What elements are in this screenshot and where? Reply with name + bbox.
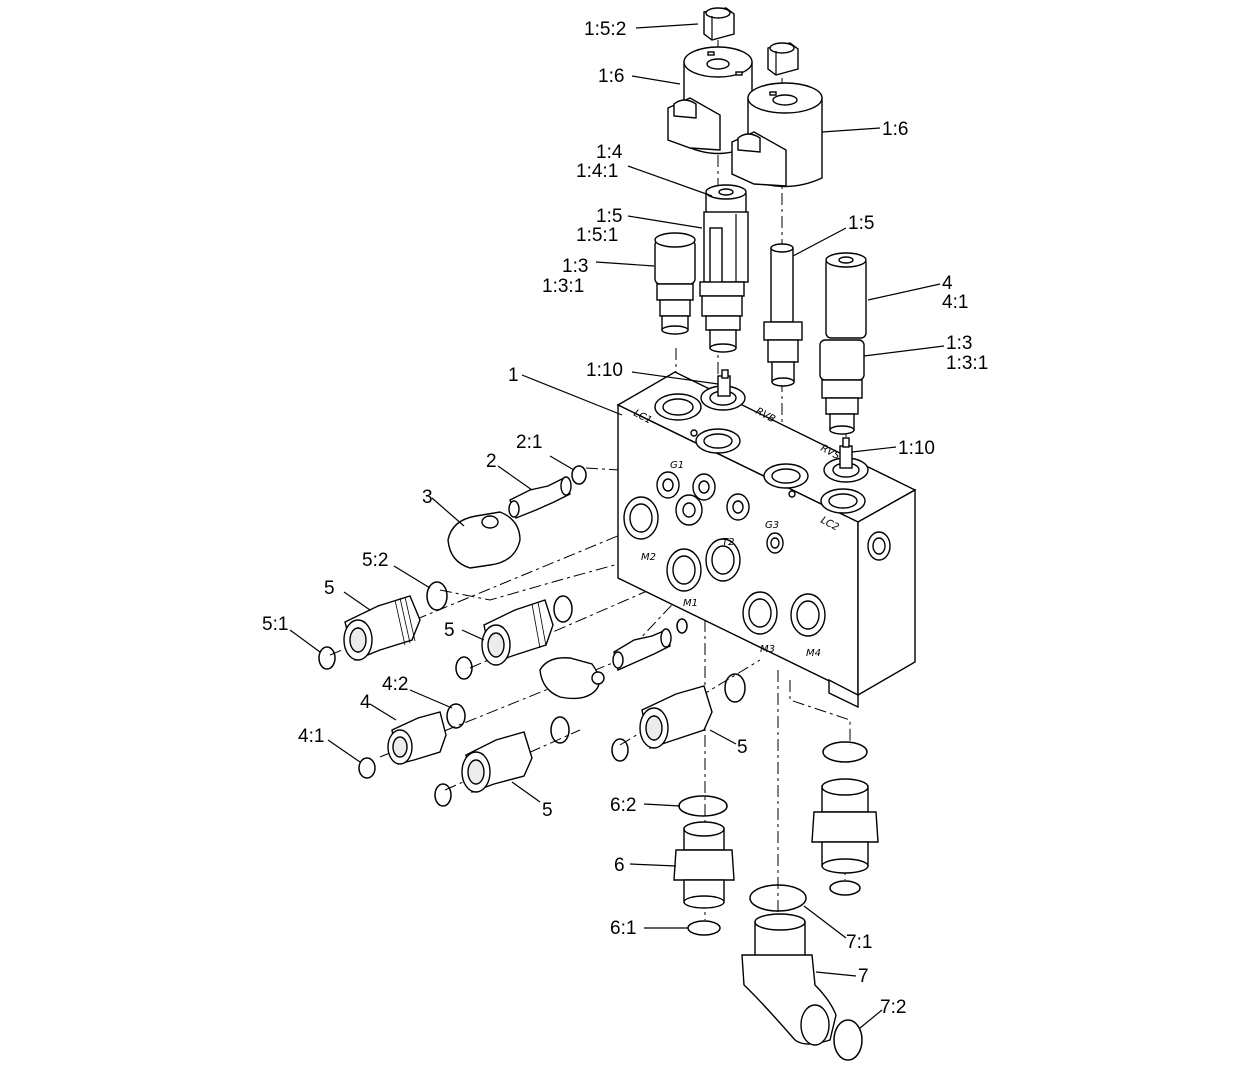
o-ring-6-1 (687, 920, 721, 936)
o-ring-5-2 (426, 581, 448, 611)
solenoid-coil-right (731, 82, 823, 188)
straight-fitting-5-middle (481, 599, 554, 666)
callout-2-1: 2:1 (516, 432, 542, 453)
callout-7: 7 (858, 966, 869, 987)
callout-6: 6 (614, 855, 625, 876)
test-point-fitting-2 (612, 628, 672, 671)
callout-1-6-right: 1:6 (882, 119, 908, 140)
o-ring-7-2 (833, 1019, 863, 1061)
o-ring-5-center-bottom (611, 738, 629, 762)
solenoid-cartridge-right (763, 243, 803, 387)
o-ring-6-2 (678, 795, 728, 817)
callout-1-5-2: 1:5:2 (584, 19, 626, 40)
o-ring-5-lower-top (550, 716, 570, 744)
callout-5-middle: 5 (444, 620, 455, 641)
callout-1-5-1: 1:5:1 (576, 225, 618, 246)
port-label-g1: G1 (670, 460, 684, 471)
callout-1: 1 (508, 365, 519, 386)
callout-5-left: 5 (324, 578, 335, 599)
o-ring-test-2 (676, 618, 688, 634)
o-ring-4-1 (358, 757, 376, 779)
o-ring-right-bottom (829, 880, 861, 896)
o-ring-2-1 (571, 465, 587, 485)
callout-4-1-lower: 4:1 (298, 726, 324, 747)
solenoid-cartridge-left (699, 184, 749, 353)
o-ring-5-middle-top (553, 595, 573, 623)
coil-nut-right (767, 42, 799, 76)
port-label-m1: M1 (683, 598, 698, 609)
callout-5-lower: 5 (542, 800, 553, 821)
callout-1-4: 1:4 (596, 142, 623, 163)
callout-4-lower: 4 (360, 692, 371, 713)
straight-fitting-right (811, 778, 879, 874)
callout-5-1: 5:1 (262, 614, 288, 635)
o-ring-7-1 (749, 884, 807, 912)
o-ring-5-1 (318, 646, 336, 670)
o-ring-5-middle-bottom (455, 656, 473, 680)
insert-1-10-right (839, 437, 853, 469)
port-label-m3: M3 (760, 644, 775, 655)
callout-1-10-right: 1:10 (898, 438, 935, 459)
o-ring-right-top (822, 741, 868, 763)
straight-fitting-5-left (343, 595, 421, 661)
callout-4-1-top: 4:1 (942, 292, 968, 313)
dust-cap-2 (539, 657, 605, 700)
coil-nut-left (703, 7, 735, 41)
test-point-fitting (508, 476, 572, 519)
callout-1-6-left: 1:6 (598, 66, 624, 87)
dust-cap-3 (447, 511, 521, 569)
elbow-fitting-7 (741, 913, 837, 1046)
leader-lines (289, 23, 945, 1029)
straight-fitting-5-center (639, 685, 713, 749)
callout-3: 3 (422, 487, 433, 508)
relief-valve-4 (825, 252, 867, 339)
callout-4-2: 4:2 (382, 674, 408, 695)
manifold-block (616, 371, 917, 709)
port-label-t2: T2 (722, 537, 734, 548)
callout-1-3-1-left: 1:3:1 (542, 276, 584, 297)
straight-fitting-6 (673, 821, 735, 909)
o-ring-5-lower-bottom (434, 783, 452, 807)
callout-1-4-1: 1:4:1 (576, 161, 618, 182)
callout-1-3-right: 1:3 (946, 333, 972, 354)
callout-5-center: 5 (737, 737, 748, 758)
callout-1-3-1-right: 1:3:1 (946, 353, 988, 374)
callout-4-top: 4 (942, 273, 953, 294)
callout-6-2: 6:2 (610, 795, 636, 816)
relief-cartridge-left (654, 232, 696, 335)
callout-1-10-left: 1:10 (586, 360, 623, 381)
callout-1-5-right: 1:5 (848, 213, 874, 234)
straight-fitting-5-lower (461, 731, 533, 793)
straight-fitting-4 (387, 711, 447, 765)
callout-2: 2 (486, 451, 497, 472)
callout-1-5-left: 1:5 (596, 206, 622, 227)
port-label-g3: G3 (765, 520, 779, 531)
insert-1-10-left (717, 369, 731, 397)
callout-labels: 1:5:2 1:6 1:6 1:4 1:4:1 1:5 1:5:1 1:5 1:… (262, 19, 988, 1018)
o-ring-5-center-top (724, 673, 746, 703)
callout-7-1: 7:1 (846, 932, 872, 953)
callout-7-2: 7:2 (880, 997, 906, 1018)
callout-5-2: 5:2 (362, 550, 388, 571)
o-ring-4-2 (446, 703, 466, 729)
relief-cartridge-right (819, 339, 865, 435)
port-label-m2: M2 (641, 552, 656, 563)
callout-6-1: 6:1 (610, 918, 636, 939)
callout-1-3-left: 1:3 (562, 256, 588, 277)
port-label-m4: M4 (806, 648, 821, 659)
